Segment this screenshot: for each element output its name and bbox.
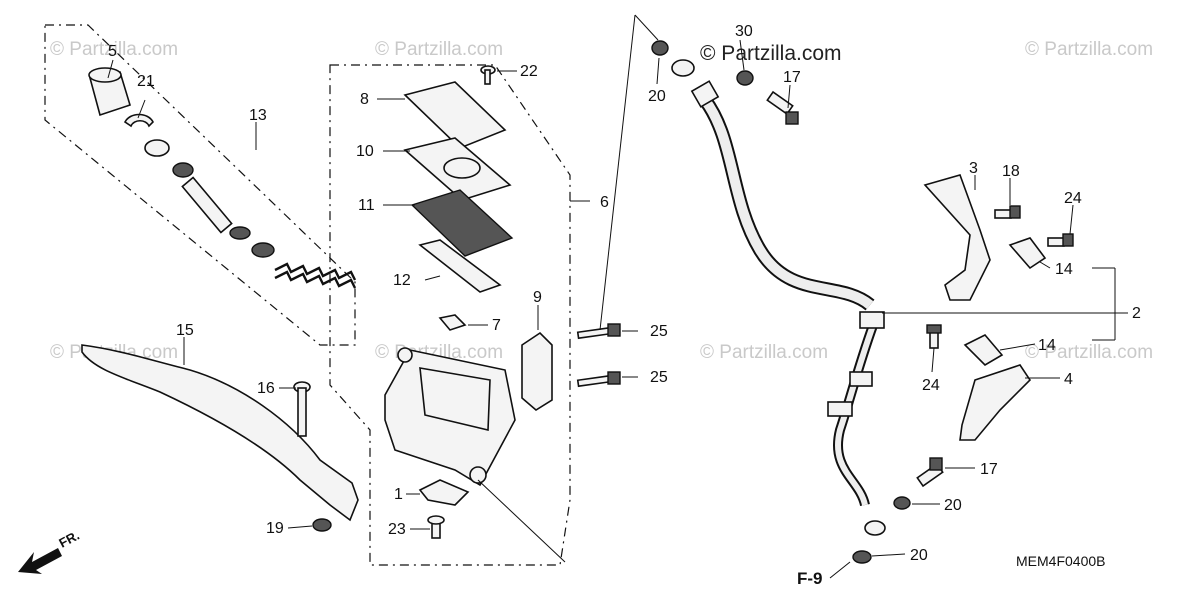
holder-bolt (576, 323, 621, 340)
callout-5: 5 (108, 43, 117, 60)
callout-21: 21 (137, 73, 155, 90)
callout-7: 7 (492, 317, 501, 334)
sealing-washer (651, 40, 669, 56)
callout-14b: 14 (1038, 337, 1056, 354)
callout-23: 23 (388, 521, 406, 538)
watermark: © Partzilla.com (1025, 342, 1153, 363)
leader-lines (107, 14, 1128, 579)
callout-3: 3 (969, 160, 978, 177)
reservoir-cap (403, 81, 507, 149)
spring (274, 262, 357, 289)
bracket-bolt (1047, 233, 1074, 247)
watermark: © Partzilla.com (1025, 39, 1153, 60)
circlip (123, 113, 154, 128)
float (418, 239, 502, 293)
holder-bolt (576, 371, 621, 388)
hose-clip (963, 334, 1004, 367)
stop-switch-clip (438, 314, 467, 331)
seal (172, 162, 194, 178)
callout-17b: 17 (980, 461, 998, 478)
watermark: © Partzilla.com (700, 342, 828, 363)
washer (144, 139, 170, 157)
callout-14a: 14 (1055, 261, 1073, 278)
piston-boot (88, 67, 131, 117)
callout-20b: 20 (944, 497, 962, 514)
sealing-washer (852, 550, 872, 564)
callout-20a: 20 (648, 88, 666, 105)
piston-kit-outline (44, 24, 356, 346)
brake-lever (81, 344, 359, 522)
callout-25b: 25 (650, 369, 668, 386)
callout-17a: 17 (783, 69, 801, 86)
callout-19: 19 (266, 520, 284, 537)
callout-8: 8 (360, 91, 369, 108)
callout-11: 11 (358, 197, 375, 214)
banjo-bolt (916, 457, 944, 488)
pivot-nut (312, 518, 332, 532)
banjo-bolt (766, 90, 799, 125)
pivot-bolt (293, 381, 311, 437)
front-arrow-icon: FR. (18, 528, 82, 574)
hose-clamp-lower (959, 364, 1032, 441)
callout-13: 13 (249, 107, 267, 124)
master-cylinder-outline (329, 64, 571, 566)
master-cylinder-body (384, 347, 516, 487)
callout-10: 10 (356, 143, 374, 160)
screw-cap (480, 65, 496, 85)
piston (181, 176, 251, 240)
plate-hole (443, 157, 481, 179)
callout-9: 9 (533, 289, 542, 306)
callout-4: 4 (1064, 371, 1073, 388)
callout-25a: 25 (650, 323, 668, 340)
callout-15: 15 (176, 322, 194, 339)
callout-24b: 24 (922, 377, 940, 394)
bracket-bolt (926, 324, 942, 349)
diaphragm (410, 189, 514, 257)
hose-fittings (690, 80, 886, 536)
holder (521, 331, 553, 411)
watermark: © Partzilla.com (375, 39, 503, 60)
callout-18: 18 (1002, 163, 1020, 180)
banjo-fitting (671, 59, 695, 77)
sealing-washer (736, 70, 754, 86)
callout-12: 12 (393, 272, 411, 289)
diagram-code: MEM4F0400B (1016, 553, 1105, 569)
bracket-bolt (994, 205, 1021, 219)
callout-16: 16 (257, 380, 275, 397)
cup (251, 242, 275, 258)
switch-screw (427, 515, 445, 539)
reference-label: F-9 (797, 569, 823, 588)
brand-label: © Partzilla.com (700, 42, 842, 65)
callout-24a: 24 (1064, 190, 1082, 207)
hose-clip (1008, 237, 1047, 270)
front-marker: FR. (56, 528, 82, 551)
callout-30: 30 (735, 23, 753, 40)
callout-22: 22 (520, 63, 538, 80)
callout-1: 1 (394, 486, 403, 503)
sealing-washer (893, 496, 911, 510)
stop-switch (418, 479, 470, 506)
callout-2: 2 (1132, 305, 1141, 322)
callout-20c: 20 (910, 547, 928, 564)
callout-6: 6 (600, 194, 609, 211)
hose-clamp-upper (923, 174, 991, 301)
